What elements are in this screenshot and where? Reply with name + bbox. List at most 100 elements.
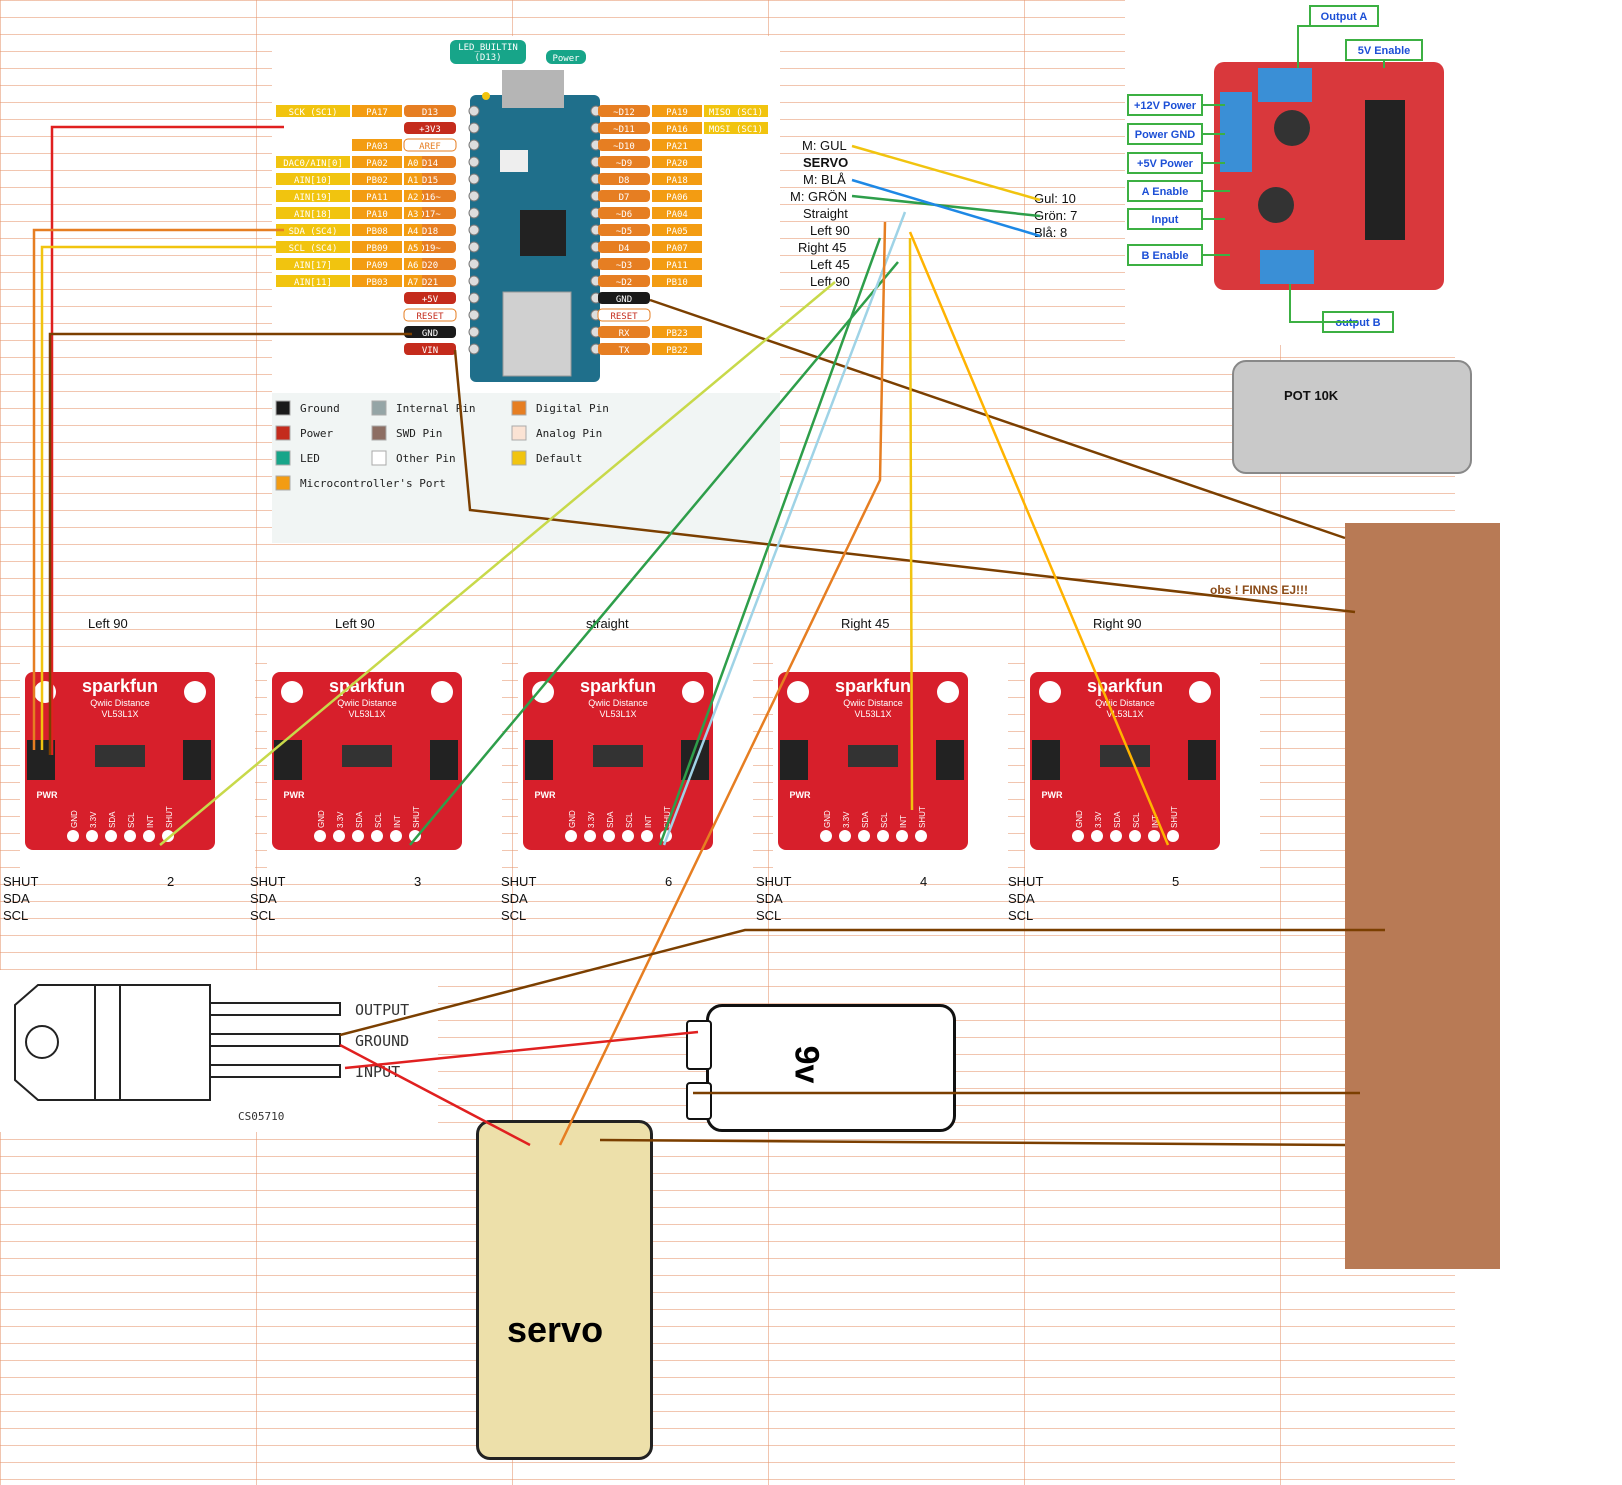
sensor-pin-label: SDA [355, 811, 364, 828]
pin-port: PA19 [666, 108, 688, 118]
sensor-chip [1100, 745, 1150, 767]
wire [339, 1043, 531, 1147]
regulator-hole [25, 1025, 59, 1059]
driver-label: B Enable [1141, 250, 1188, 262]
legend-label: Microcontroller's Port [300, 477, 446, 490]
wire [40, 245, 284, 750]
regulator-pin-label: OUTPUT [355, 1001, 409, 1019]
pin-hole [468, 105, 480, 117]
pin-alt: A3 [408, 210, 419, 220]
pin-name: +5V [422, 295, 439, 305]
sensor-position: Left 90 [88, 616, 128, 631]
pin-func: SCK (SC1) [289, 108, 338, 118]
motor-label: Grön: 7 [1034, 208, 1077, 223]
sensor-position: Right 45 [841, 616, 889, 631]
pin-name-box [598, 122, 650, 134]
sensor-pin-label: SHUT [663, 806, 672, 828]
wire [662, 211, 907, 846]
sensor-row-label: SHUT [501, 874, 536, 889]
port-box [352, 139, 402, 151]
power-badge-label: Power [552, 54, 580, 64]
sensor-pin-label: SCL [127, 812, 136, 828]
legend-label: Ground [300, 402, 340, 415]
pin-hole [468, 207, 480, 219]
pwr-label: PWR [37, 790, 58, 800]
pin-port: PA02 [366, 159, 388, 169]
sensor-row-label: SCL [756, 908, 781, 923]
sensor-pin-number: 6 [665, 874, 672, 889]
pin-hole [468, 173, 480, 185]
led-builtin-label: LED_BUILTIN [458, 43, 518, 53]
sensor-row-label: SCL [3, 908, 28, 923]
sensor-row-label: SCL [250, 908, 275, 923]
port-box [352, 190, 402, 202]
sensor-line1: Qwiic Distance [90, 698, 150, 708]
terminal-b [1260, 250, 1314, 284]
pin-name: ~D6 [616, 210, 632, 220]
sensor-pin-label: GND [568, 810, 577, 828]
pin-func: MOSI (SC1) [709, 125, 763, 135]
pin-port: PA21 [666, 142, 688, 152]
sensor-row-label: SDA [756, 891, 783, 906]
sensor-pin-label: GND [70, 810, 79, 828]
sensor-pin-label: SCL [625, 812, 634, 828]
mount-hole [281, 681, 303, 703]
sensor-pin-label: SHUT [412, 806, 421, 828]
sensor-pin-label: SHUT [165, 806, 174, 828]
driver-label-lead [1289, 284, 1358, 323]
pin-name: ~D2 [616, 278, 632, 288]
pin-port: PB02 [366, 176, 388, 186]
pin-func: SDA (SC4) [289, 227, 338, 237]
sensor-chip [848, 745, 898, 767]
port-box [652, 105, 702, 117]
pin-name: ~D9 [616, 159, 632, 169]
port-box [652, 139, 702, 151]
port-box [652, 241, 702, 253]
alt-box [404, 207, 422, 219]
legend-swatch [275, 475, 291, 491]
pin-func: MISO (SC1) [709, 108, 763, 118]
pin-name: D21 [422, 278, 438, 288]
battery-terminal-pos [686, 1020, 712, 1070]
sensor-pin-pad [565, 830, 577, 842]
sensor-pin-label: SHUT [1170, 806, 1179, 828]
alt-box [404, 156, 422, 168]
legend-label: Default [536, 452, 582, 465]
sensor-pin-number: 4 [920, 874, 927, 889]
pin-func: AIN[11] [294, 278, 332, 288]
sensor-pin-label: GND [317, 810, 326, 828]
terminal-power [1220, 92, 1252, 172]
pin-name-box [598, 343, 650, 355]
driver-label: +5V Power [1137, 158, 1194, 170]
pin-label: Left 90 [810, 274, 850, 289]
sensor-brand: sparkfun [1087, 676, 1163, 696]
port-box [352, 258, 402, 270]
sensor-pin-pad [143, 830, 155, 842]
regulator-lead [209, 1064, 341, 1078]
func-box [704, 105, 768, 117]
func-box [276, 156, 350, 168]
sensor-line2: VL53L1X [348, 709, 385, 719]
pin-name-box [598, 224, 650, 236]
pin-port: PA04 [666, 210, 688, 220]
pin-name-box [598, 156, 650, 168]
servo: servo [476, 1120, 653, 1460]
pin-port: PA10 [366, 210, 388, 220]
legend-swatch [511, 450, 527, 466]
pot-label: POT 10K [1284, 388, 1339, 403]
pin-port: PA17 [366, 108, 388, 118]
reset-button [500, 150, 528, 172]
pin-name-box [598, 292, 650, 304]
sensor-pin-pad [820, 830, 832, 842]
sensor-line1: Qwiic Distance [1095, 698, 1155, 708]
func-box [704, 122, 768, 134]
alt-box [404, 275, 422, 287]
sensor-row-label: SHUT [1008, 874, 1043, 889]
sensor-pin-pad [124, 830, 136, 842]
wire [599, 1138, 1346, 1147]
sensor-position: Left 90 [335, 616, 375, 631]
qwiic-connector [183, 740, 211, 780]
pinout-legend [272, 393, 780, 543]
pin-alt: A4 [408, 227, 419, 237]
